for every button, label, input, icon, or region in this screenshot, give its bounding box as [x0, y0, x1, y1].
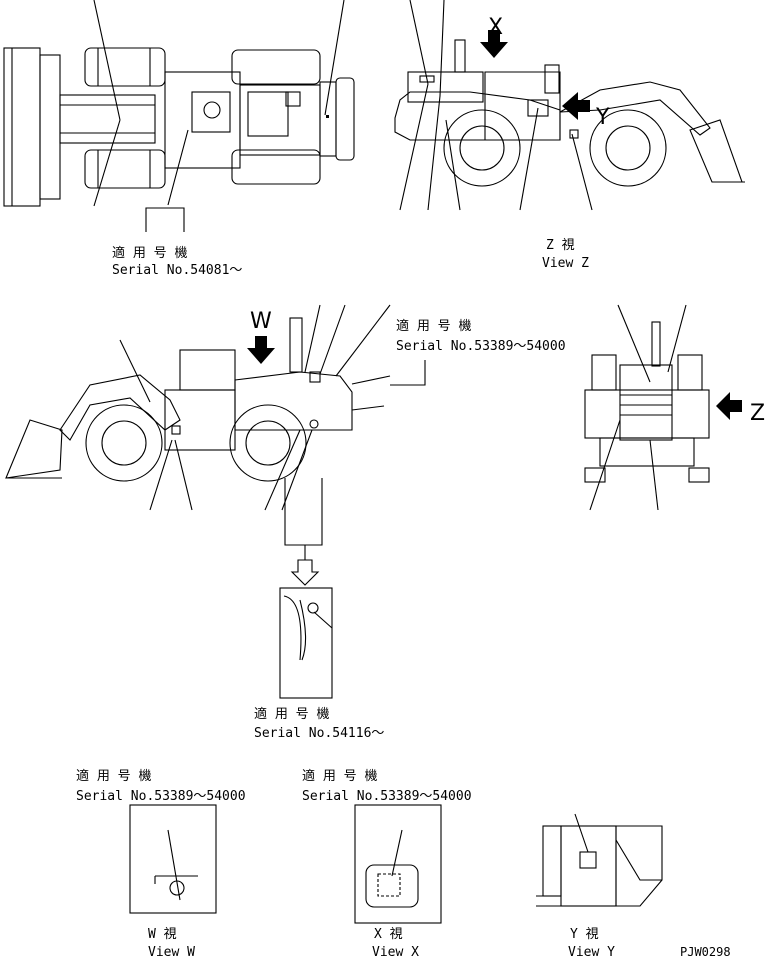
top-left-applicable-caption: 適 用 号 機	[112, 245, 187, 261]
view-y-letter: Y	[595, 105, 610, 130]
x-serial-caption: Serial No.53389～54000	[302, 789, 472, 804]
side-view-right: X Y	[394, 0, 745, 211]
view-x-letter: X	[488, 15, 503, 40]
detail-applicable-caption: 適 用 号 機	[254, 706, 329, 722]
detail-view	[279, 587, 333, 699]
view-x-detail	[354, 804, 442, 924]
view-z-letter: Z	[750, 401, 765, 426]
top-left-serial-caption: Serial No.54081～	[112, 263, 242, 278]
view-y-jp: Y 視	[570, 927, 599, 942]
view-y-detail	[536, 813, 663, 907]
rear-view: Z	[584, 304, 765, 511]
view-w-detail	[129, 804, 217, 914]
drawing-code: PJW0298	[680, 945, 731, 959]
w-serial-caption: Serial No.53389～54000	[76, 789, 246, 804]
mid-serial-caption: Serial No.53389～54000	[396, 339, 566, 354]
view-w-jp: W 視	[148, 927, 177, 942]
view-y-en: View Y	[568, 945, 615, 959]
view-x-jp: X 視	[374, 927, 403, 942]
view-x-en: View X	[372, 945, 419, 959]
x-applicable-caption: 適 用 号 機	[302, 768, 377, 784]
view-w-en: View W	[148, 945, 195, 959]
view-w-letter: W	[250, 309, 272, 334]
side-view-left: W	[5, 304, 426, 586]
w-applicable-caption: 適 用 号 機	[76, 768, 151, 784]
view-z-en: View Z	[542, 256, 589, 271]
mid-applicable-caption: 適 用 号 機	[396, 318, 471, 334]
detail-serial-caption: Serial No.54116～	[254, 726, 384, 741]
view-z-jp: Z 視	[546, 238, 575, 253]
plan-view	[3, 0, 355, 232]
